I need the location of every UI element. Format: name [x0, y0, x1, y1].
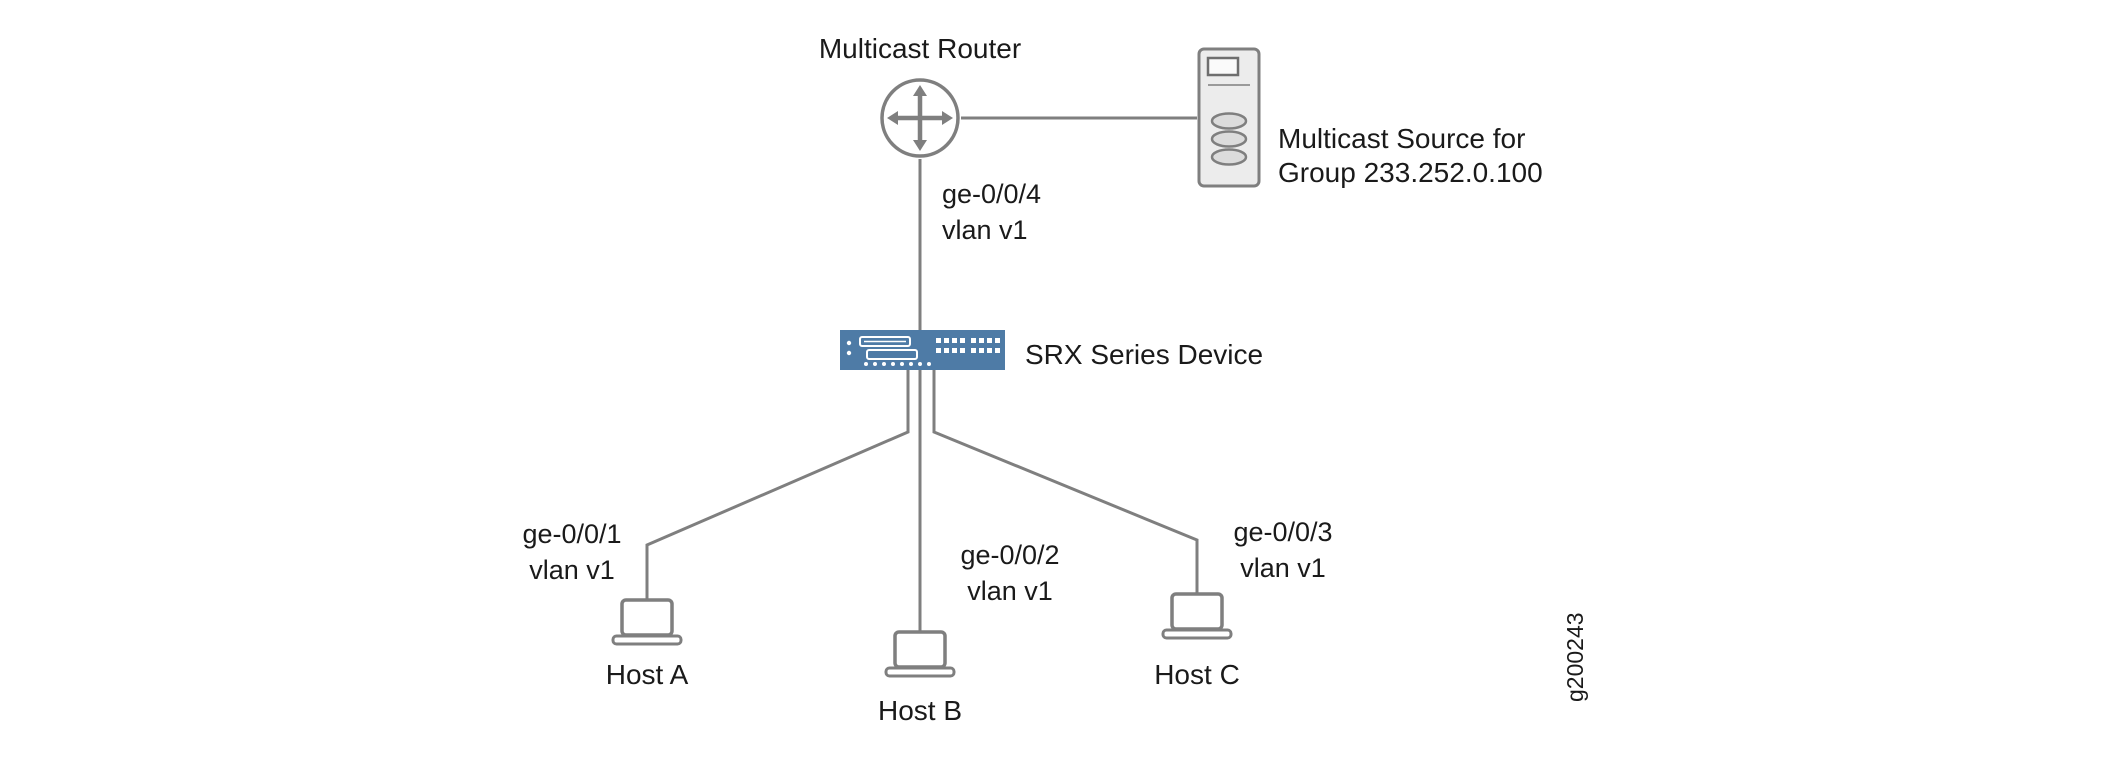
- uplink-vlan-name: vlan v1: [942, 215, 1028, 245]
- host-a-label: Host A: [605, 659, 689, 690]
- host-b-icon: [884, 630, 956, 678]
- link-srx-host-c: [932, 369, 1199, 594]
- uplink-interface-label: ge-0/0/4 vlan v1: [942, 176, 1041, 248]
- multicast-source-icon: [1197, 47, 1261, 188]
- host-b-label: Host B: [877, 695, 963, 726]
- host-c-icon: [1161, 592, 1233, 640]
- multicast-router-icon: [880, 78, 960, 158]
- multicast-source-label-line2: Group 233.252.0.100: [1278, 157, 1543, 188]
- host-c-interface-label: ge-0/0/3 vlan v1: [1233, 514, 1332, 586]
- host-c-interface-name: ge-0/0/3: [1233, 517, 1333, 547]
- host-a-interface-label: ge-0/0/1 vlan v1: [522, 516, 621, 588]
- host-b-vlan-name: vlan v1: [967, 576, 1053, 606]
- multicast-source-label: Multicast Source for Group 233.252.0.100: [1278, 122, 1543, 190]
- uplink-interface-name: ge-0/0/4: [942, 179, 1042, 209]
- figure-id-label: g200243: [1562, 612, 1588, 702]
- host-b-interface-label: ge-0/0/2 vlan v1: [960, 537, 1059, 609]
- host-b-interface-name: ge-0/0/2: [960, 540, 1060, 570]
- host-a-interface-name: ge-0/0/1: [522, 519, 622, 549]
- host-a-vlan-name: vlan v1: [529, 555, 615, 585]
- srx-device-icon: [840, 330, 1005, 370]
- host-c-label: Host C: [1154, 659, 1240, 690]
- host-a-icon: [611, 598, 683, 646]
- multicast-source-label-line1: Multicast Source for: [1278, 123, 1526, 154]
- multicast-router-label: Multicast Router: [818, 33, 1022, 64]
- srx-device-label: SRX Series Device: [1025, 339, 1264, 370]
- host-c-vlan-name: vlan v1: [1240, 553, 1326, 583]
- link-srx-host-a: [645, 369, 910, 600]
